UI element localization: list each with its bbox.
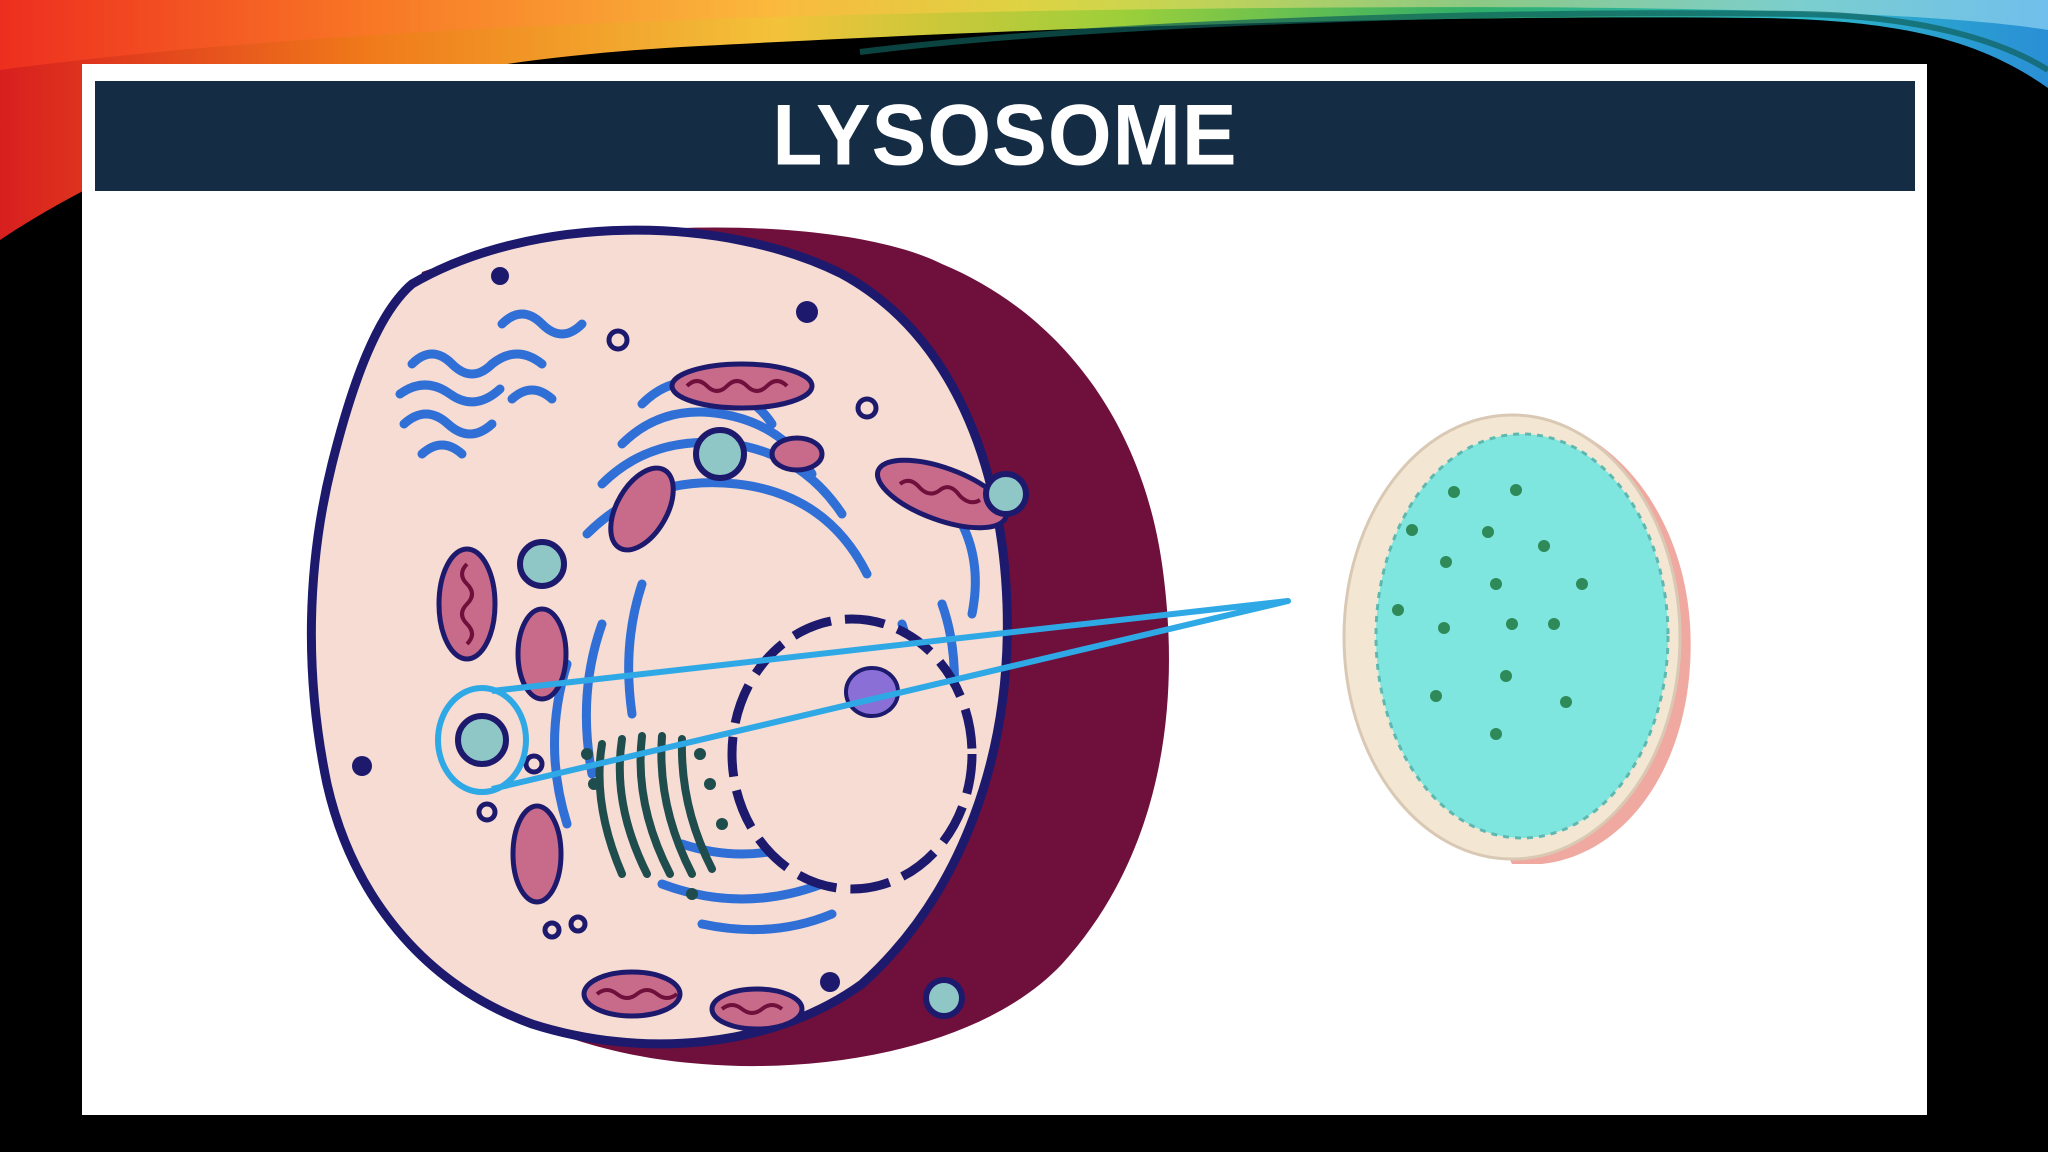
lysosome-diagram: [82, 64, 1927, 1115]
lysosome-magnified-illustration: [1344, 415, 1691, 864]
lysosome-interior: [1376, 434, 1668, 838]
animal-cell-illustration: [311, 227, 1169, 1066]
slide-canvas: LYSOSOME: [82, 64, 1927, 1115]
